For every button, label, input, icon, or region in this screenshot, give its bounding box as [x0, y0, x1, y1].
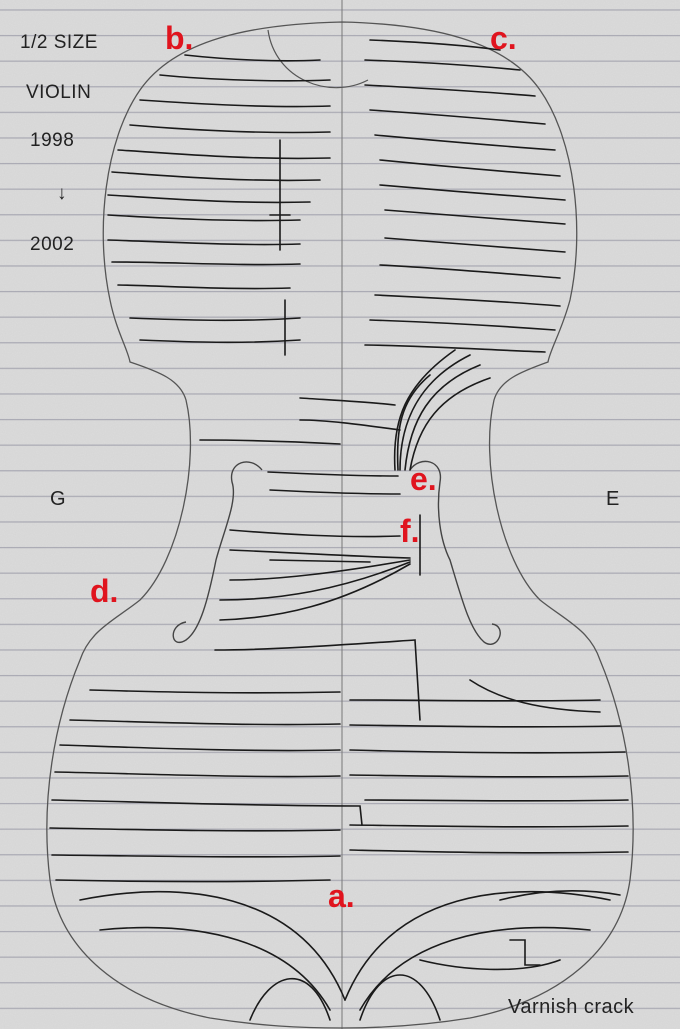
- marker-e: e.: [410, 461, 437, 497]
- side-label-e: E: [606, 488, 620, 510]
- info-instrument: VIOLIN: [26, 82, 92, 103]
- marker-d: d.: [90, 573, 119, 609]
- side-label-g: G: [50, 488, 66, 510]
- f-hole-left: [172, 461, 263, 643]
- marker-c: c.: [490, 20, 517, 56]
- marker-a: a.: [328, 878, 355, 914]
- marker-b: b.: [165, 20, 194, 56]
- info-arrow: ↓: [57, 183, 67, 204]
- marker-f: f.: [400, 513, 420, 549]
- f-hole-right: [409, 460, 501, 645]
- info-size: 1/2 SIZE: [20, 32, 98, 53]
- info-year-start: 1998: [30, 130, 75, 151]
- caption: Varnish crack: [508, 996, 635, 1018]
- crack-lines: [49, 39, 629, 1021]
- info-year-end: 2002: [30, 234, 75, 255]
- violin-outline: [46, 21, 634, 1029]
